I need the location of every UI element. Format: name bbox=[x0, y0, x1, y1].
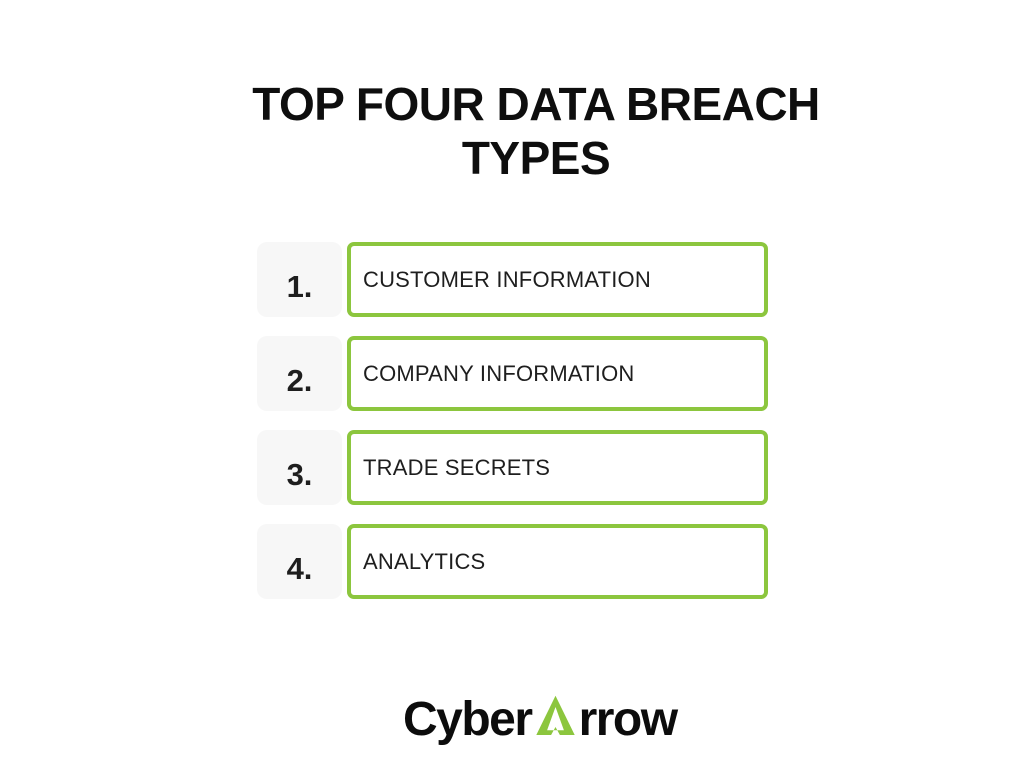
item-number-panel: 4. bbox=[257, 524, 342, 599]
item-label: TRADE SECRETS bbox=[363, 454, 551, 480]
item-number: 3. bbox=[286, 456, 313, 492]
logo-text-before: Cyber bbox=[403, 693, 533, 746]
item-box: CUSTOMER INFORMATION bbox=[347, 242, 768, 317]
item-box: TRADE SECRETS bbox=[347, 430, 768, 505]
page-title-line-1: TOP FOUR DATA BREACH bbox=[252, 78, 820, 130]
page-title-line-2: TYPES bbox=[461, 132, 611, 184]
list-item: 2. COMPANY INFORMATION bbox=[257, 336, 768, 411]
list-item: 4. ANALYTICS bbox=[257, 524, 768, 599]
up-arrow-triangle-icon bbox=[535, 695, 575, 735]
item-number: 2. bbox=[286, 362, 313, 398]
item-box: COMPANY INFORMATION bbox=[347, 336, 768, 411]
item-label: COMPANY INFORMATION bbox=[363, 360, 635, 386]
item-number: 1. bbox=[286, 268, 313, 304]
item-number: 4. bbox=[286, 550, 313, 586]
item-number-panel: 1. bbox=[257, 242, 342, 317]
logo-text-after: rrow bbox=[578, 693, 679, 746]
breach-type-list: 1. CUSTOMER INFORMATION 2. COMPANY INFOR… bbox=[257, 242, 768, 599]
item-label: CUSTOMER INFORMATION bbox=[363, 266, 651, 292]
item-number-panel: 3. bbox=[257, 430, 342, 505]
item-number-panel: 2. bbox=[257, 336, 342, 411]
list-item: 1. CUSTOMER INFORMATION bbox=[257, 242, 768, 317]
item-label: ANALYTICS bbox=[363, 548, 486, 574]
list-item: 3. TRADE SECRETS bbox=[257, 430, 768, 505]
page-title: TOP FOUR DATA BREACH TYPES bbox=[48, 77, 1024, 185]
cyberarrow-logo: Cyber rrow bbox=[403, 693, 679, 746]
item-box: ANALYTICS bbox=[347, 524, 768, 599]
